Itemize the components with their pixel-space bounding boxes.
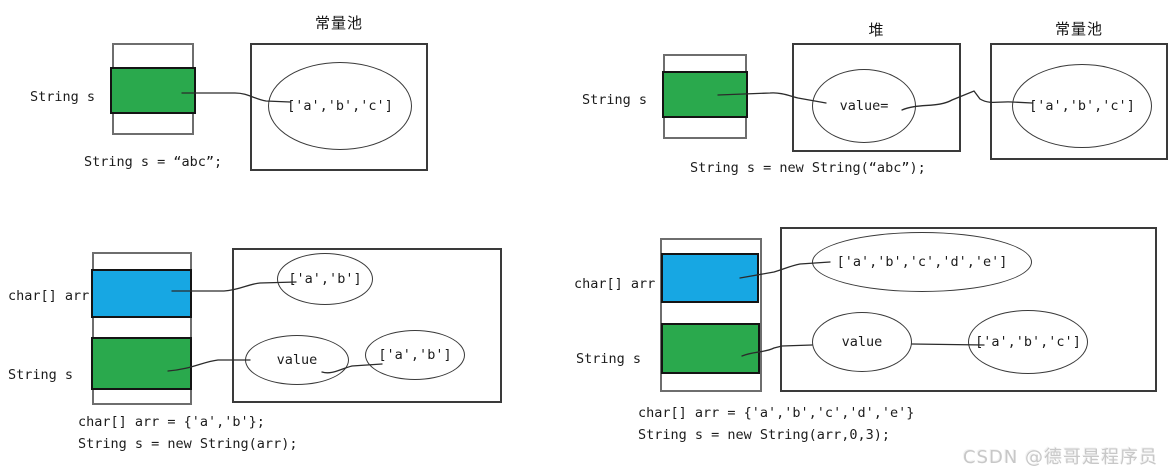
d1-char-array-ellipse: ['a','b','c'] — [268, 62, 412, 150]
d3-code-line2: String s = new String(arr); — [78, 436, 298, 452]
d2-string-object-ellipse: value= — [812, 69, 916, 143]
d3-str-label: String s — [8, 367, 74, 383]
d2-char-array-ellipse: ['a','b','c'] — [1012, 64, 1152, 148]
d3-string-object-ellipse: value — [245, 335, 349, 385]
d3-value-array-ellipse: ['a','b'] — [365, 330, 465, 380]
d4-string-object-value: value — [841, 333, 883, 350]
d4-arr-array-value: ['a','b','c','d','e'] — [836, 253, 1008, 270]
d3-string-object-value: value — [276, 351, 318, 368]
d3-arr-array-ellipse: ['a','b'] — [277, 253, 373, 305]
d3-string-ref-cell — [91, 337, 192, 390]
d1-string-ref-cell — [110, 67, 196, 114]
d4-arr-label: char[] arr — [574, 276, 656, 292]
d4-arr-ref-cell — [661, 253, 759, 303]
d4-arr-array-ellipse: ['a','b','c','d','e'] — [812, 232, 1032, 292]
d4-code-line1: char[] arr = {'a','b','c','d','e'} — [638, 405, 915, 421]
d2-heap-title: 堆 — [868, 21, 885, 39]
d4-string-object-ellipse: value — [812, 312, 912, 372]
d3-value-array-value: ['a','b'] — [378, 346, 452, 363]
d4-str-label: String s — [576, 351, 642, 367]
d1-var-label: String s — [30, 89, 96, 105]
d1-code-line: String s = “abc”; — [84, 154, 223, 170]
d1-char-array-value: ['a','b','c'] — [287, 97, 393, 114]
d2-code-line: String s = new String(“abc”); — [690, 160, 926, 176]
d2-string-ref-cell — [662, 71, 748, 118]
d4-string-ref-cell — [661, 323, 760, 374]
d2-string-object-value: value= — [839, 97, 889, 114]
d2-var-label: String s — [582, 92, 648, 108]
d2-char-array-value: ['a','b','c'] — [1029, 97, 1135, 114]
d3-code-line1: char[] arr = {'a','b'}; — [78, 414, 265, 430]
d3-arr-array-value: ['a','b'] — [288, 270, 362, 287]
d3-arr-label: char[] arr — [8, 288, 90, 304]
d1-constant-pool-title: 常量池 — [314, 14, 363, 32]
d3-arr-ref-cell — [91, 269, 192, 318]
d4-code-line2: String s = new String(arr,0,3); — [638, 427, 890, 443]
d4-value-array-ellipse: ['a','b','c'] — [968, 310, 1088, 374]
d4-value-array-value: ['a','b','c'] — [975, 333, 1081, 350]
csdn-watermark: CSDN @德哥是程序员 — [963, 447, 1159, 468]
d2-constant-pool-title: 常量池 — [1054, 20, 1103, 38]
